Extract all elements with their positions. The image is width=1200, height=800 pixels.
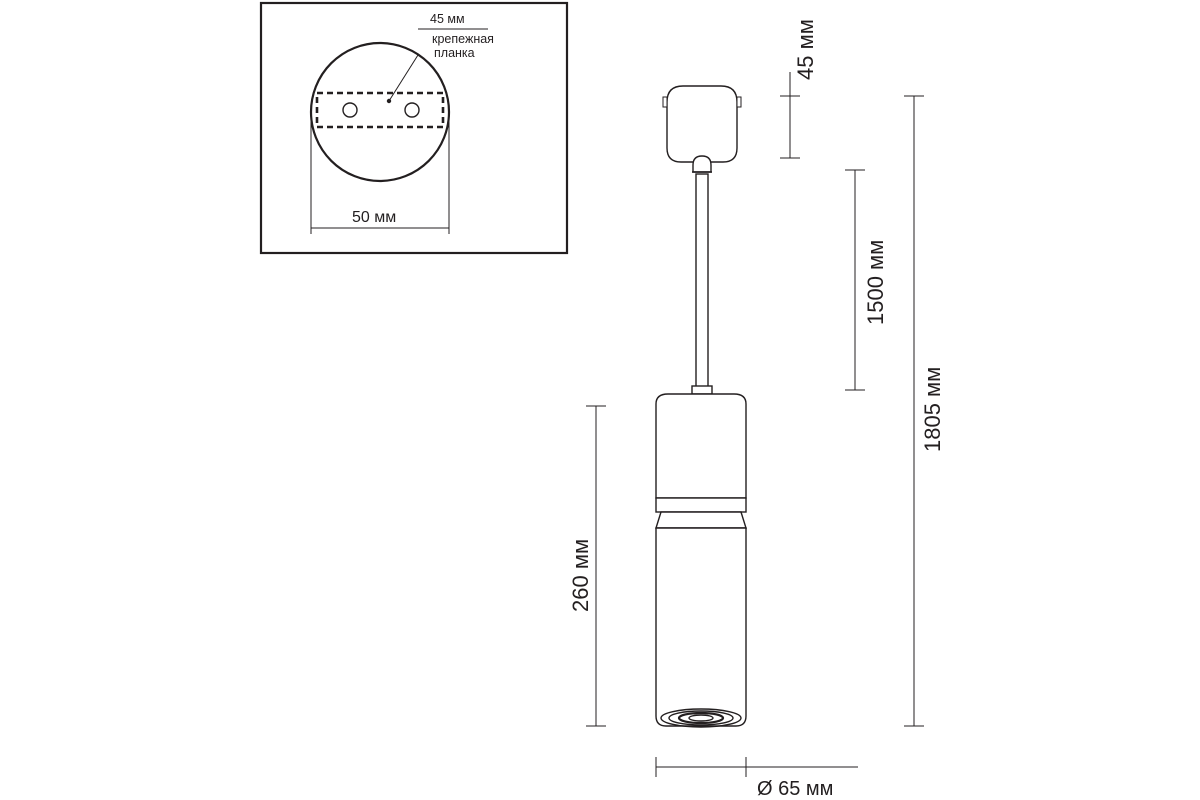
dim-cable-length: 1500 мм	[845, 169, 888, 391]
callout-leader	[388, 54, 419, 102]
dim-body-length: 260 мм	[568, 405, 606, 727]
canopy	[666, 85, 738, 163]
canopy-screw-right	[736, 96, 742, 108]
cable-length-label: 1500 мм	[863, 240, 888, 325]
inset-panel: 45 мм крепежная планка 50 мм	[259, 1, 569, 255]
mounting-bar	[315, 91, 445, 129]
diameter-label: Ø 65 мм	[757, 778, 833, 800]
body-length-label: 260 мм	[568, 539, 593, 612]
screw-hole-left	[342, 102, 358, 118]
canopy-top-view	[309, 41, 451, 183]
width-label: 50 мм	[352, 209, 396, 226]
lens-ring-outer	[660, 708, 742, 728]
total-length-label: 1805 мм	[920, 367, 945, 452]
cable-gland	[692, 155, 712, 173]
lens-center	[688, 714, 714, 722]
inset-top-label: 45 мм	[430, 12, 465, 26]
dim-total-length: 1805 мм	[904, 95, 945, 727]
ring-lower	[655, 511, 747, 529]
dim-diameter: Ø 65 мм	[655, 757, 858, 800]
rod-base	[691, 385, 713, 395]
callout-label-2: планка	[434, 46, 475, 60]
screw-hole-right	[404, 102, 420, 118]
lens-ring-inner	[677, 711, 725, 725]
callout-label-1: крепежная	[432, 32, 494, 46]
upper-body	[655, 393, 747, 499]
lens-ring-mid	[668, 710, 734, 726]
dim-canopy-height: 45 мм	[780, 19, 818, 159]
lower-body	[655, 527, 747, 727]
inset-frame	[259, 1, 569, 255]
canopy-screw-left	[662, 96, 668, 108]
suspension-rod	[695, 173, 709, 389]
lamp-side-view	[655, 85, 747, 728]
decor-ring	[655, 497, 747, 513]
canopy-height-label: 45 мм	[793, 19, 818, 80]
